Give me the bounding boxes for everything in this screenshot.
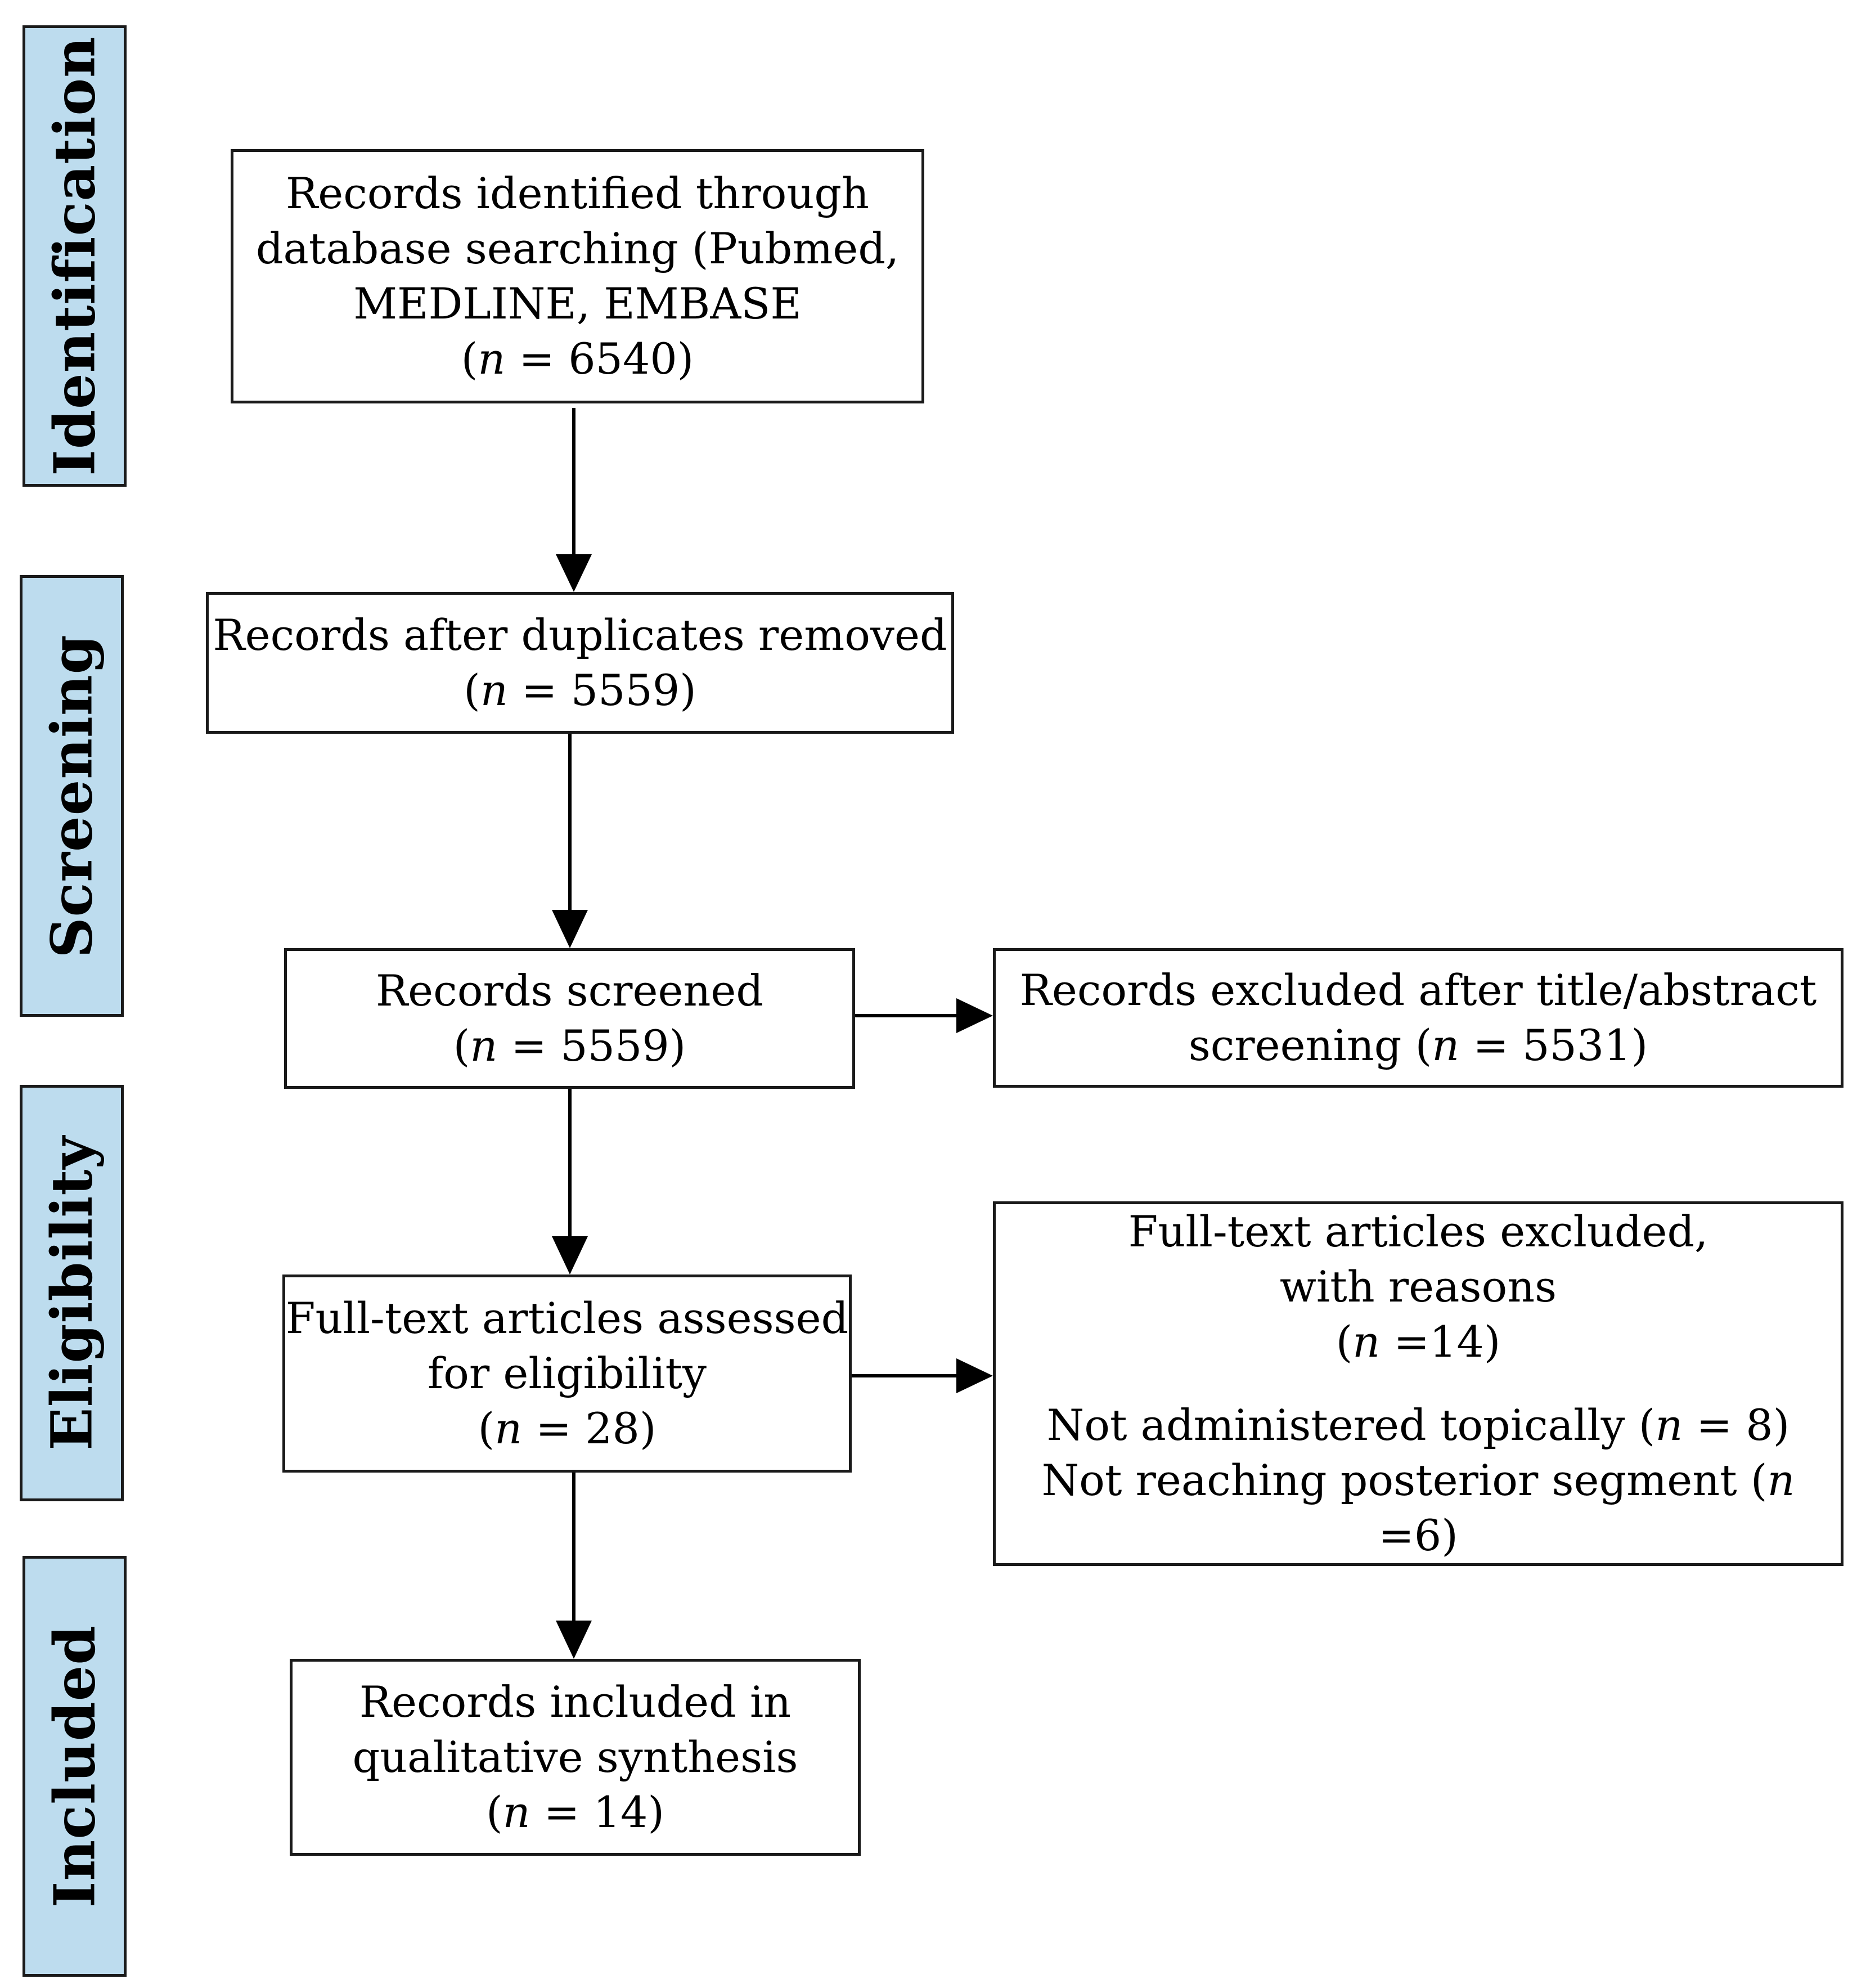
count-open-paren: (	[461, 334, 478, 384]
phase-eligibility: Eligibility	[20, 1085, 124, 1501]
count-value: = 28)	[522, 1403, 657, 1453]
records-identified-line1: Records identified through	[286, 168, 869, 218]
records-included-line2: qualitative synthesis	[352, 1732, 798, 1782]
fulltext-excluded-line1: Full-text articles excluded,	[1128, 1206, 1708, 1256]
fulltext-assessed-line1: Full-text articles assessed	[285, 1293, 849, 1343]
n-symbol: n	[502, 1787, 530, 1837]
duplicates-removed-box: Records after duplicates removed (n = 55…	[206, 592, 954, 734]
fulltext-excluded-line2: with reasons	[1279, 1262, 1557, 1312]
count-value: = 14)	[530, 1787, 664, 1837]
duplicates-removed-count: (n = 5559)	[464, 663, 696, 718]
records-identified-count: (n = 6540)	[461, 331, 694, 387]
screening-prefix: screening (	[1188, 1020, 1432, 1070]
n-symbol: n	[470, 1021, 498, 1071]
fulltext-excluded-count: (n =14)	[1336, 1314, 1501, 1370]
count-value: = 5559)	[497, 1021, 686, 1071]
arrowhead-down	[552, 1236, 588, 1275]
count-open-paren: (	[478, 1403, 495, 1453]
arrowhead-right	[956, 1358, 993, 1393]
n-symbol: n	[1352, 1317, 1381, 1367]
arrowhead-down	[556, 554, 592, 592]
records-excluded-line1: Records excluded after title/abstract	[1019, 965, 1817, 1015]
reason-text: Not administered topically (	[1046, 1400, 1656, 1450]
fulltext-assessed-count: (n = 28)	[478, 1401, 657, 1456]
records-identified-box: Records identified through database sear…	[231, 149, 924, 403]
records-identified-line2: database searching (Pubmed,	[255, 223, 900, 273]
fulltext-assessed-box: Full-text articles assessed for eligibil…	[282, 1275, 852, 1473]
records-included-count: (n = 14)	[486, 1785, 664, 1840]
records-excluded-box: Records excluded after title/abstract sc…	[993, 948, 1843, 1088]
reason-text: Not reaching posterior segment (	[1041, 1455, 1768, 1505]
count-value: = 8)	[1683, 1400, 1790, 1450]
records-included-box: Records included in qualitative synthesi…	[290, 1659, 861, 1856]
count-value: = 5559)	[507, 665, 696, 715]
records-included-line1: Records included in	[359, 1677, 792, 1727]
exclusion-reason-1: Not administered topically (n = 8)	[1047, 1398, 1790, 1453]
arrowhead-right	[956, 998, 993, 1033]
count-open-paren: (	[453, 1021, 470, 1071]
fulltext-excluded-box: Full-text articles excluded, with reason…	[993, 1201, 1843, 1566]
count-open-paren: (	[486, 1787, 503, 1837]
arrowhead-down	[552, 910, 588, 948]
n-symbol: n	[494, 1403, 523, 1453]
duplicates-removed-line1: Records after duplicates removed	[213, 610, 947, 660]
n-symbol: n	[1767, 1455, 1795, 1505]
records-screened-line1: Records screened	[375, 966, 764, 1016]
records-screened-box: Records screened (n = 5559)	[284, 948, 855, 1089]
arrowhead-down	[556, 1621, 592, 1659]
records-excluded-count: screening (n = 5531)	[1189, 1018, 1648, 1073]
count-value: = 6540)	[505, 334, 694, 384]
phase-identification: Identification	[23, 25, 127, 487]
n-symbol: n	[1655, 1400, 1683, 1450]
count-open-paren: (	[464, 665, 480, 715]
n-symbol: n	[480, 665, 508, 715]
records-screened-count: (n = 5559)	[453, 1018, 686, 1074]
records-identified-line3: MEDLINE, EMBASE	[353, 279, 802, 329]
n-symbol: n	[1432, 1020, 1460, 1070]
n-symbol: n	[478, 334, 506, 384]
count-value: =6)	[1378, 1510, 1458, 1560]
phase-included: Included	[23, 1556, 127, 1977]
count-value: = 5531)	[1459, 1020, 1648, 1070]
exclusion-reason-2: Not reaching posterior segment (n =6)	[996, 1453, 1841, 1563]
phase-screening: Screening	[20, 575, 124, 1017]
count-open-paren: (	[1336, 1317, 1353, 1367]
count-value: =14)	[1380, 1317, 1501, 1367]
fulltext-assessed-line2: for eligibility	[428, 1348, 707, 1398]
